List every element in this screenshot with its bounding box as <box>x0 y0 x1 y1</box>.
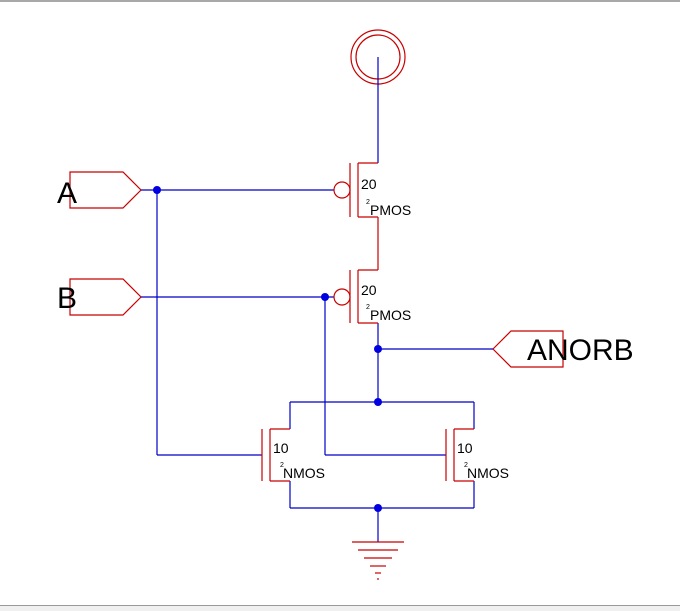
input-a-label: A <box>57 177 77 210</box>
junctions <box>153 186 382 512</box>
window-bottom-border <box>0 605 680 611</box>
pmos1-type: PMOS <box>370 202 411 218</box>
input-b-label: B <box>57 282 77 315</box>
nmos1-mult: 2 <box>280 462 284 469</box>
output-port-anorb[interactable]: ANORB <box>492 330 634 368</box>
input-port-a[interactable]: A <box>57 171 142 210</box>
nmos2-size: 10 <box>457 440 473 456</box>
junction-dot <box>321 293 329 301</box>
pmos2-mult: 2 <box>366 304 370 311</box>
nmos-transistor-2[interactable]: 10 2 NMOS <box>445 428 509 482</box>
input-port-b[interactable]: B <box>57 278 142 316</box>
nmos2-mult: 2 <box>464 462 468 469</box>
pmos1-size: 20 <box>361 176 377 192</box>
pmos-transistor-1[interactable]: 20 2 PMOS <box>333 162 411 270</box>
junction-dot <box>374 398 382 406</box>
nmos1-type: NMOS <box>283 465 325 481</box>
junction-dot <box>374 345 382 353</box>
output-label: ANORB <box>527 334 634 367</box>
nmos2-type: NMOS <box>467 465 509 481</box>
nmos1-size: 10 <box>273 440 289 456</box>
pmos2-size: 20 <box>361 282 377 298</box>
junction-dot <box>374 504 382 512</box>
junction-dot <box>153 186 161 194</box>
pmos1-mult: 2 <box>366 199 370 206</box>
nmos-transistor-1[interactable]: 10 2 NMOS <box>261 428 325 482</box>
pmos-transistor-2[interactable]: 20 2 PMOS <box>333 269 411 324</box>
ground-icon <box>352 541 404 580</box>
window-top-border <box>0 0 680 2</box>
pmos2-type: PMOS <box>370 307 411 323</box>
